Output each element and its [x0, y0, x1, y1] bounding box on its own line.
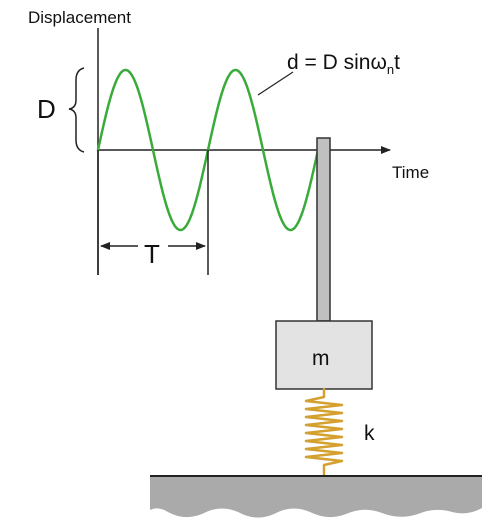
equation-label: d = D sinωnt [287, 51, 400, 77]
period-label: T [144, 239, 160, 269]
rod [316, 137, 331, 322]
mass-label: m [312, 347, 330, 370]
equation-leader-line [257, 71, 294, 96]
y-axis-label: Displacement [28, 8, 131, 27]
spring [304, 387, 344, 477]
spring-label: k [364, 422, 375, 445]
x-axis-label: Time [392, 163, 429, 182]
amplitude-label: D [37, 94, 56, 124]
amplitude-brace [68, 67, 85, 153]
ground-hatch [150, 476, 482, 518]
